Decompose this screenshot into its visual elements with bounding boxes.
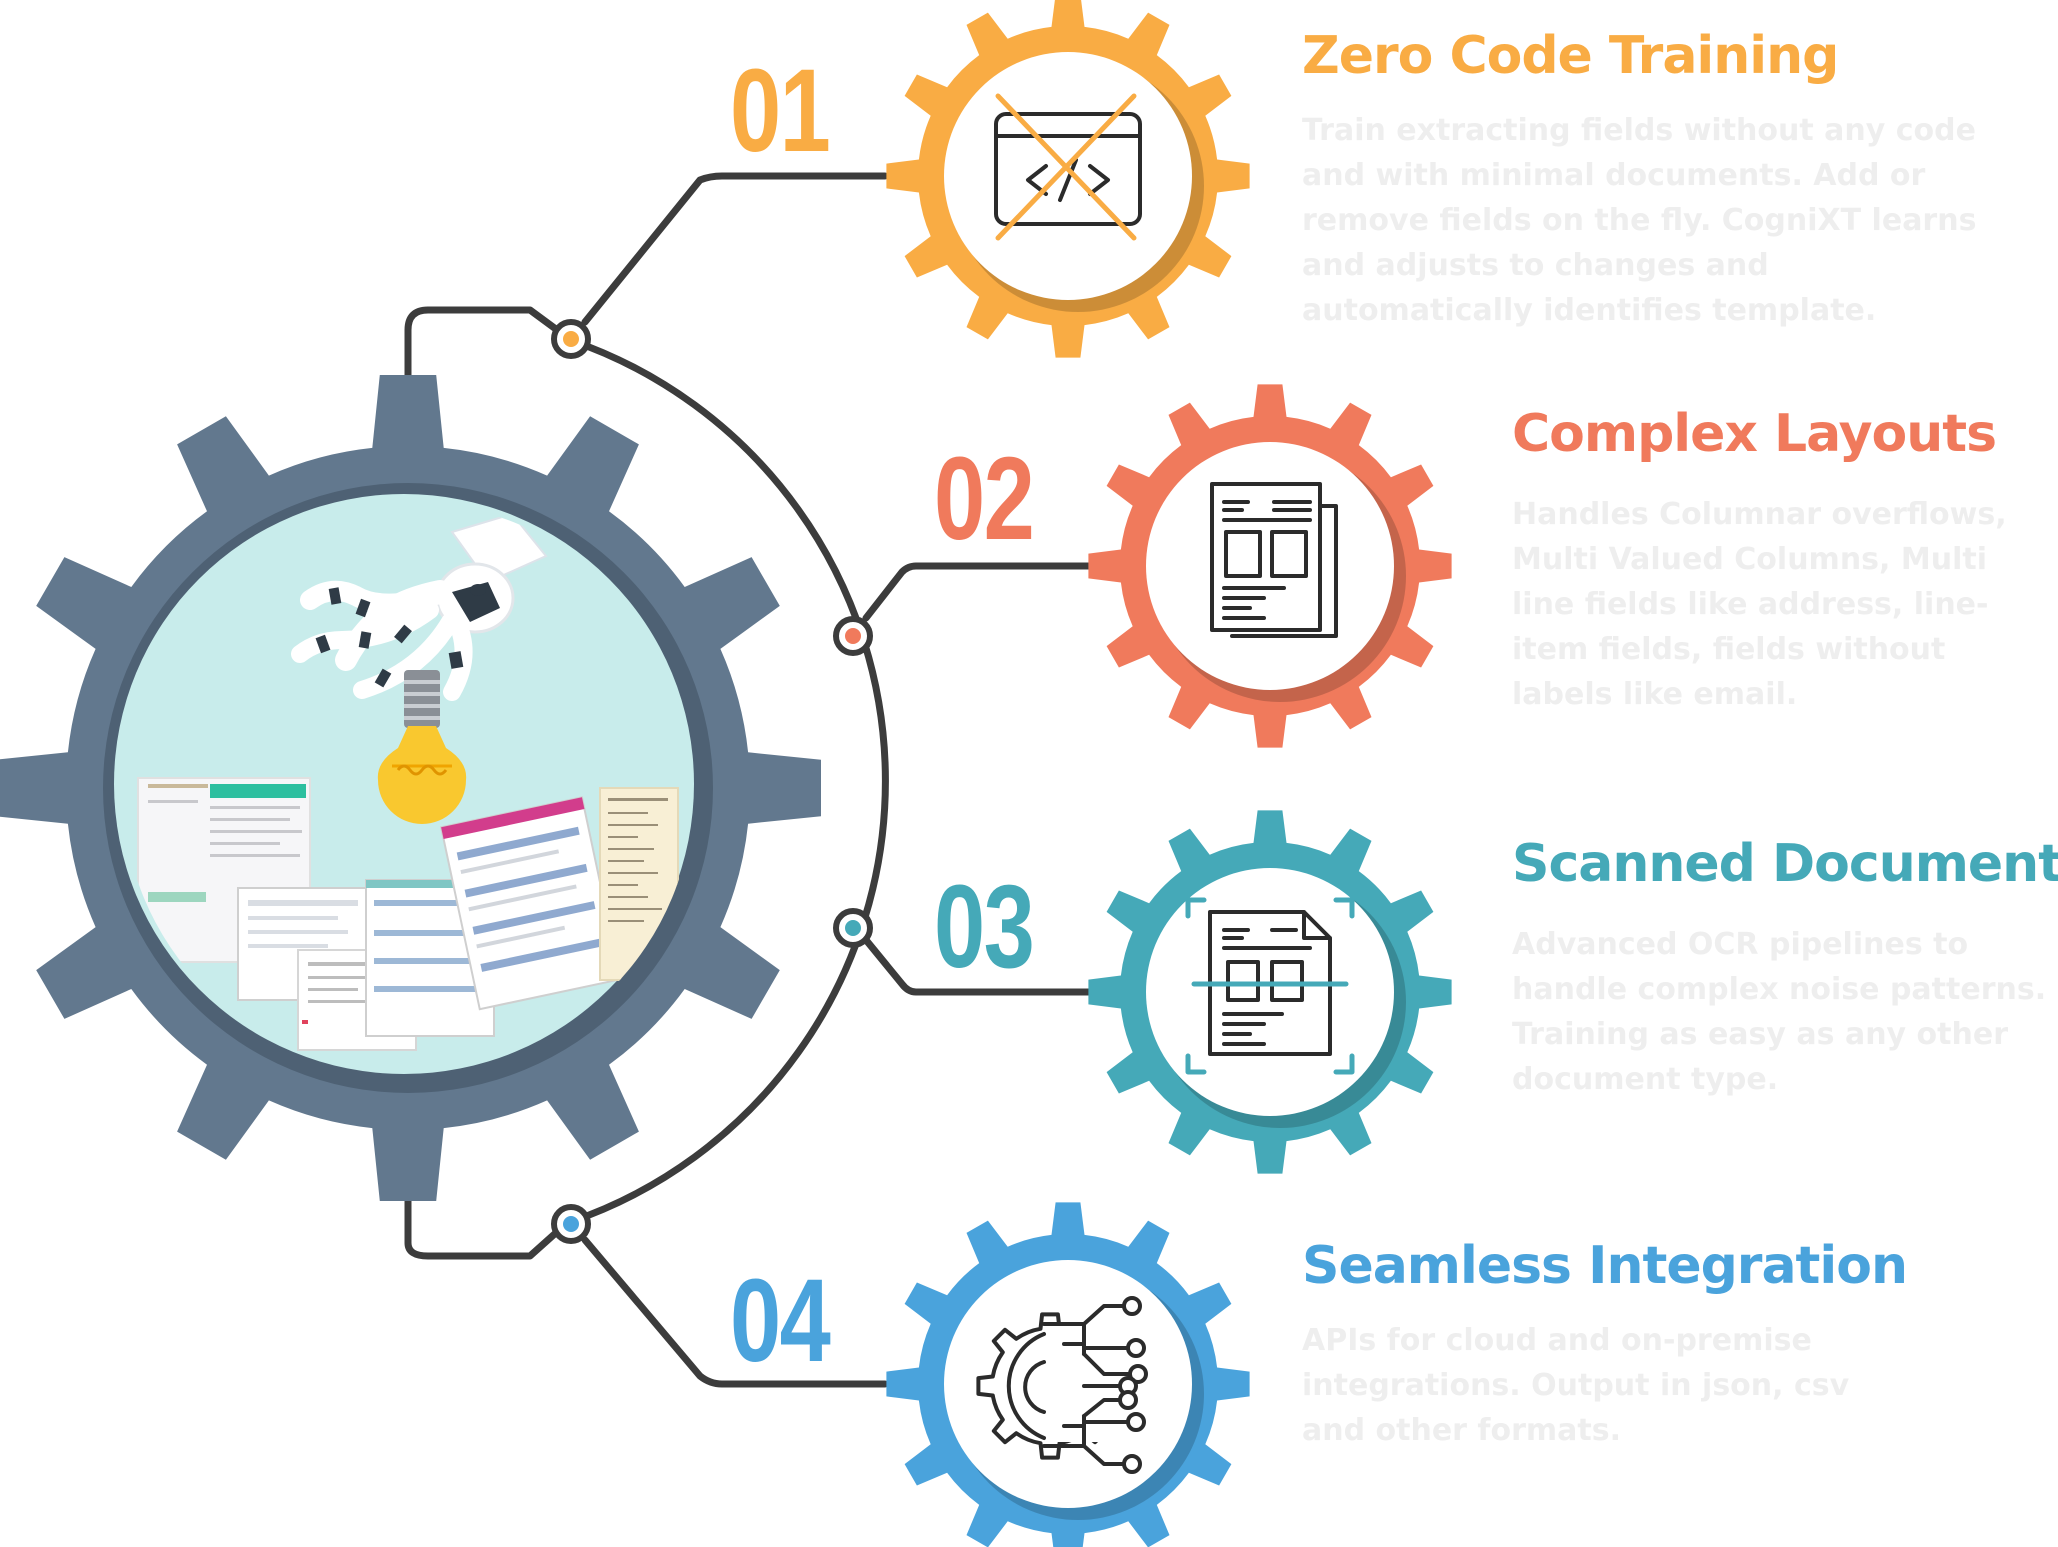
connector-line-04 (581, 1236, 889, 1388)
doc-tilted (439, 796, 622, 1011)
feature-gear-01 (886, 0, 1250, 358)
feature-gears (886, 0, 1452, 1547)
connector-line-02 (862, 562, 1094, 622)
connector-line-03 (862, 936, 1094, 996)
node-04-dot (563, 1216, 579, 1232)
document-stack (137, 777, 679, 1051)
connector-lines (404, 172, 1094, 1388)
multi-page-layout-icon (1210, 482, 1338, 638)
feature-gear-03 (1088, 810, 1452, 1174)
feature-title-complex-layouts: Complex Layouts (1512, 404, 1997, 464)
connector-nodes (551, 319, 873, 1244)
node-03-dot (845, 920, 861, 936)
connector-arc (566, 336, 889, 1226)
feature-description-scanned-documents: Advanced OCR pipelines to handle complex… (1512, 927, 2047, 1097)
feature-description-zero-code-training: Train extracting fields without any code… (1302, 113, 1977, 328)
step-number-02: 02 (934, 433, 1035, 565)
feature-gear-02 (1088, 384, 1452, 748)
gear-circuit-integration-icon (976, 1296, 1148, 1474)
feature-gear-04 (886, 1202, 1250, 1547)
connector-top-bracket (404, 306, 572, 389)
connector-line-01 (581, 172, 889, 326)
node-01-dot (563, 331, 579, 347)
feature-description-complex-layouts: Handles Columnar overflows, Multi Valued… (1512, 497, 2007, 712)
robot-arm (291, 512, 548, 701)
lightbulb (377, 670, 467, 824)
feature-title-seamless-integration: Seamless Integration (1302, 1236, 1908, 1296)
no-code-icon (994, 93, 1142, 241)
step-number-01: 01 (730, 45, 831, 177)
robot-hand-lightbulb-documents-illustration (137, 512, 679, 1051)
connector-bottom-bracket (404, 1188, 572, 1260)
feature-description-seamless-integration: APIs for cloud and on-premise integratio… (1302, 1323, 1850, 1448)
feature-title-scanned-documents: Scanned Documents (1512, 834, 2058, 894)
node-02-dot (845, 628, 861, 644)
document-scan-icon (1185, 897, 1355, 1075)
feature-title-zero-code-training: Zero Code Training (1302, 26, 1839, 86)
step-number-04: 04 (730, 1255, 831, 1387)
step-number-03: 03 (934, 861, 1035, 993)
